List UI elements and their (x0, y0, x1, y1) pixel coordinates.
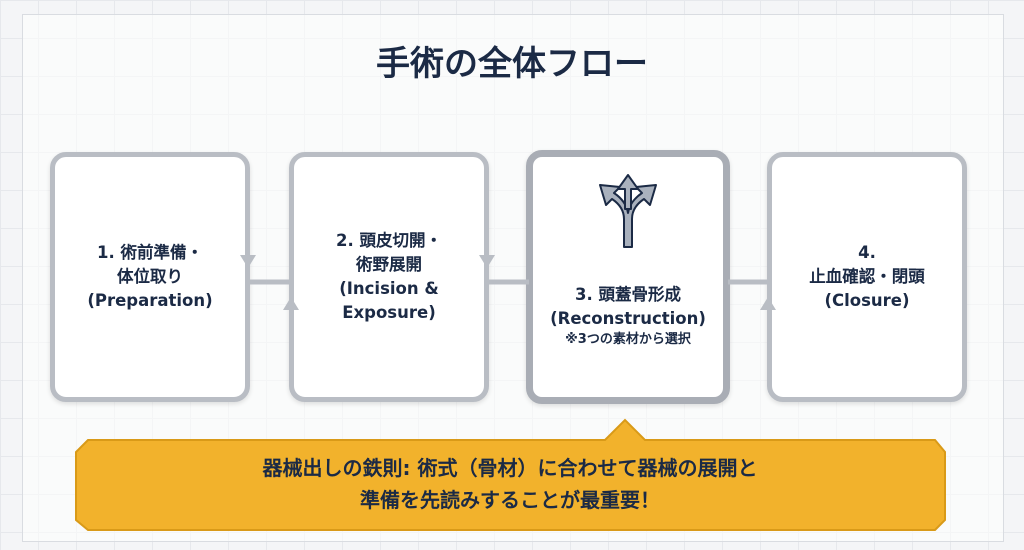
step-label: (Reconstruction) (550, 309, 706, 328)
step-note: ※3つの素材から選択 (565, 332, 691, 347)
step-reconstruction: 3. 頭蓋骨形成 (Reconstruction) ※3つの素材から選択 (526, 150, 730, 404)
step-preparation: 1. 術前準備・ 体位取り (Preparation) (50, 152, 250, 402)
step-label: 2. 頭皮切開・ (336, 231, 442, 250)
callout-line: 器械出しの鉄則: 術式（骨材）に合わせて器械の展開と (262, 456, 758, 480)
step-closure: 4. 止血確認・閉頭 (Closure) (767, 152, 967, 402)
callout-line: 準備を先読みすることが最重要！ (360, 488, 660, 512)
step-label: 4. (858, 243, 876, 262)
callout-text: 器械出しの鉄則: 術式（骨材）に合わせて器械の展開と 準備を先読みすることが最重… (75, 452, 945, 516)
step-label: 止血確認・閉頭 (809, 267, 925, 286)
page-title: 手術の全体フロー (376, 44, 648, 84)
step-label: 1. 術前準備・ (97, 243, 203, 262)
step-label: Exposure) (342, 303, 436, 322)
step-label: 3. 頭蓋骨形成 (575, 285, 681, 304)
step-label: 体位取り (117, 267, 183, 286)
step-label: (Preparation) (87, 291, 213, 310)
step-label: (Incision & (339, 279, 439, 298)
step-incision: 2. 頭皮切開・ 術野展開 (Incision & Exposure) (289, 152, 489, 402)
step-label: 術野展開 (356, 255, 422, 274)
step-label: (Closure) (824, 291, 910, 310)
branching-arrows-icon (599, 174, 657, 248)
